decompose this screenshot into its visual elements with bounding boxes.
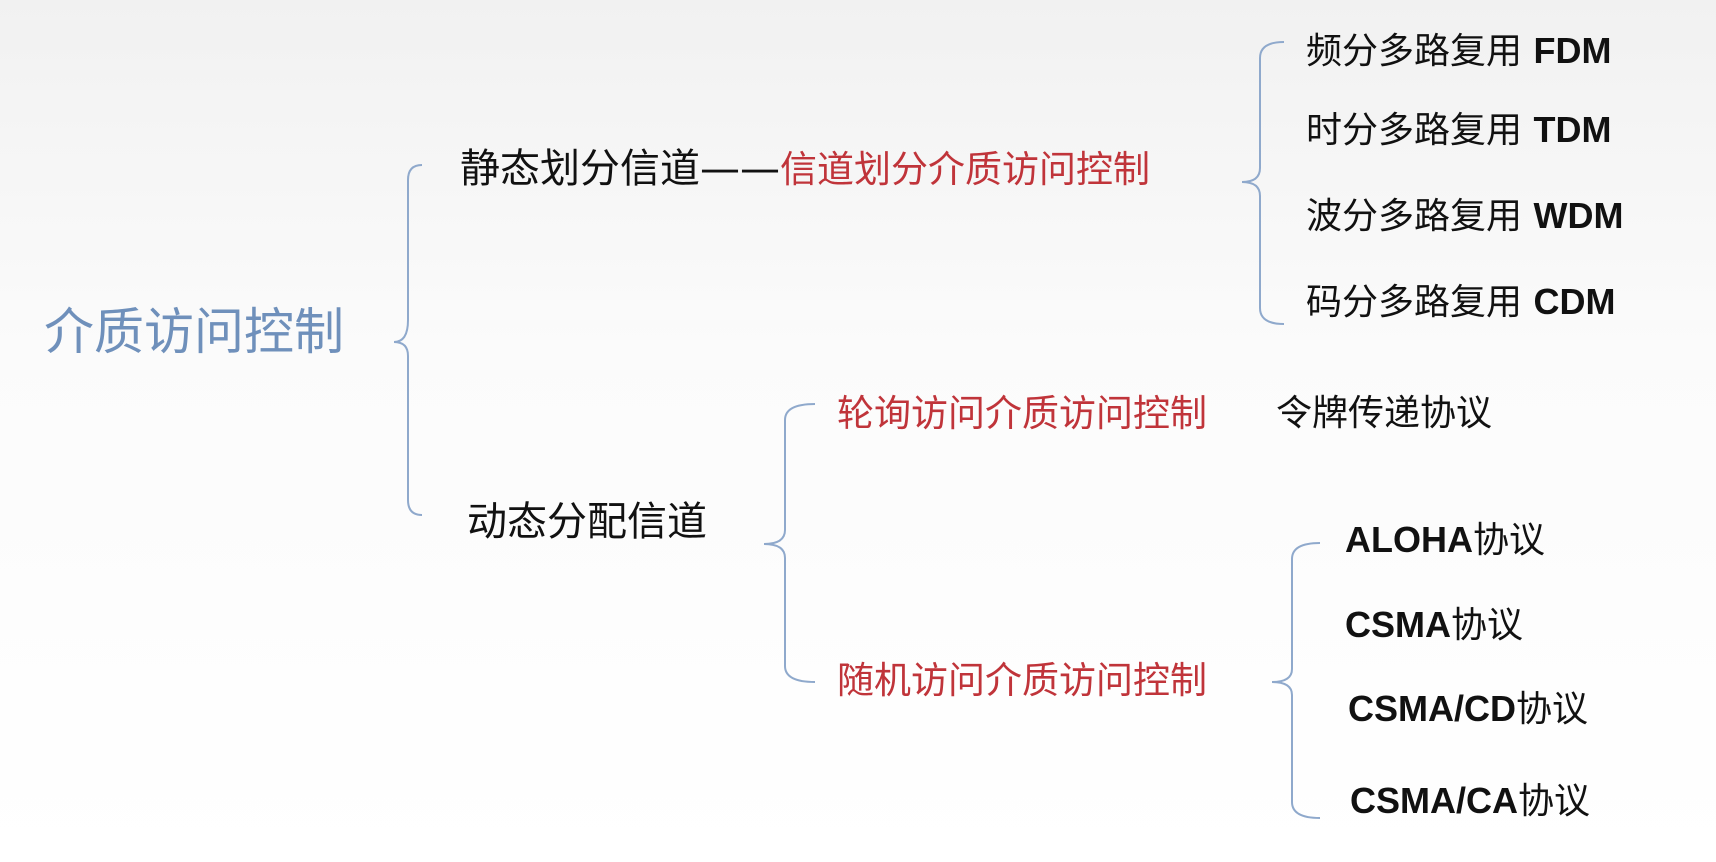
protocol-aloha: ALOHA协议: [1345, 522, 1545, 559]
root-bracket: [393, 164, 423, 516]
protocol-csma-name: CSMA: [1345, 604, 1451, 645]
method-tdm-prefix: 时分多路复用: [1306, 110, 1523, 151]
method-tdm-abbr: TDM: [1533, 109, 1612, 150]
random-protocols-bracket: [1271, 542, 1321, 819]
root-node-media-access-control: 介质访问控制: [44, 303, 344, 361]
method-wdm-prefix: 波分多路复用: [1306, 196, 1523, 237]
protocol-csma-suffix: 协议: [1451, 605, 1524, 646]
channel-division-mac-label: 信道划分介质访问控制: [780, 148, 1150, 191]
protocol-csma-cd-suffix: 协议: [1516, 689, 1589, 730]
protocol-token-passing: 令牌传递协议: [1276, 393, 1493, 434]
protocol-csma-ca-name: CSMA/CA: [1350, 780, 1518, 821]
method-fdm-prefix: 频分多路复用: [1306, 31, 1523, 72]
protocol-csma-cd-name: CSMA/CD: [1348, 688, 1516, 729]
static-methods-bracket: [1241, 41, 1285, 325]
dynamic-bracket: [763, 403, 816, 683]
method-fdm-abbr: FDM: [1533, 30, 1612, 71]
protocol-csma: CSMA协议: [1345, 607, 1523, 644]
node-random-mac: 随机访问介质访问控制: [837, 659, 1207, 702]
method-cdm-prefix: 码分多路复用: [1306, 282, 1523, 323]
protocol-csma-ca-suffix: 协议: [1518, 781, 1591, 822]
node-polling-mac: 轮询访问介质访问控制: [837, 392, 1207, 435]
method-cdm-abbr: CDM: [1533, 281, 1616, 322]
protocol-csma-ca: CSMA/CA协议: [1350, 783, 1590, 820]
static-division-label: 静态划分信道——: [460, 146, 780, 192]
protocol-csma-cd: CSMA/CD协议: [1348, 691, 1588, 728]
method-fdm: 频分多路复用 FDM: [1306, 33, 1611, 70]
method-wdm-abbr: WDM: [1533, 195, 1624, 236]
method-tdm: 时分多路复用 TDM: [1306, 112, 1611, 149]
method-cdm: 码分多路复用 CDM: [1306, 284, 1615, 321]
node-static-division: 静态划分信道——信道划分介质访问控制: [460, 149, 1150, 189]
method-wdm: 波分多路复用 WDM: [1306, 198, 1623, 235]
node-dynamic-allocation: 动态分配信道: [467, 499, 707, 545]
protocol-aloha-suffix: 协议: [1473, 520, 1546, 561]
protocol-aloha-name: ALOHA: [1345, 519, 1473, 560]
